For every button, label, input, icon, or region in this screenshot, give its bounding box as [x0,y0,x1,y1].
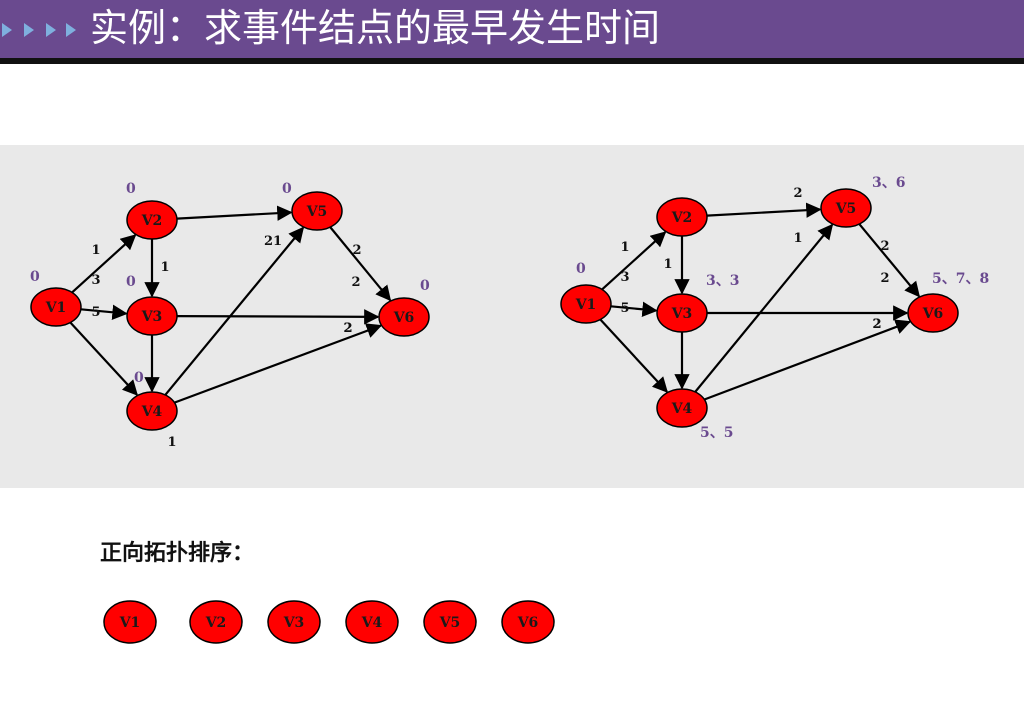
left-extra-label-1: 1 [167,435,176,450]
right-weight-v2-v3: 1 [663,257,672,272]
right-node-v5 [820,188,872,228]
right-weight-v3-v6: 2 [872,317,881,332]
left-time-v5: 0 [282,181,292,197]
right-weight-v4-v6: 2 [872,317,881,332]
topo-node-label-v6: V6 [517,615,539,631]
left-time-v6: 0 [420,278,430,294]
right-edge-v1-v3 [610,301,658,317]
topo-node-label-v2: V2 [205,615,227,631]
right-node-label-v3: V3 [671,306,693,322]
left-weight-v2-v3: 1 [160,260,169,275]
right-weight-v1-v4: 3 [620,270,629,285]
left-edge-v5-v6 [329,226,392,302]
left-time-v4: 0 [134,370,144,386]
left-node-label-v3: V3 [141,309,163,325]
left-node-v5 [291,191,343,231]
right-edge-v4-v5 [694,223,834,393]
right-time-v6: 5、7、8 [932,271,989,287]
left-weight-v5-v6: 2 [352,243,361,258]
left-edge-v4-v5 [164,226,305,396]
left-time-v3: 0 [126,274,136,290]
topo-node-v3 [267,600,321,644]
right-time-v4: 5、5 [700,425,733,441]
left-edge-v1-v2 [71,234,137,294]
left-weight-v3-v6: 2 [343,321,352,336]
left-node-label-v5: V5 [306,204,328,220]
left-weight-v4-v6: 2 [351,275,360,290]
left-edge-v4-v6 [174,323,383,404]
right-time-v3: 3、3 [706,273,739,289]
right-node-v1 [560,284,612,324]
left-node-v2 [126,200,178,240]
left-time-v1: 0 [30,269,40,285]
right-weight-v1-v2: 1 [620,240,629,255]
right-edge-v1-v2 [601,231,667,291]
left-node-v1 [30,287,82,327]
right-node-v4 [656,388,708,428]
right-time-v5: 3、6 [872,175,905,191]
right-time-v1: 0 [576,261,586,277]
right-weight-v5-v6: 2 [880,239,889,254]
left-node-label-v2: V2 [141,213,163,229]
right-extra-label-0: 2 [880,271,889,286]
right-weight-v2-v5: 2 [793,186,802,201]
left-node-v6 [378,297,430,337]
left-node-label-v6: V6 [393,310,415,326]
right-weight-v1-v3: 5 [620,301,629,316]
right-node-v2 [656,197,708,237]
left-node-label-v4: V4 [141,404,163,420]
left-edge-v1-v3 [80,304,128,320]
topo-node-v4 [345,600,399,644]
title-divider [0,58,1024,64]
left-time-v2: 0 [126,181,136,197]
left-node-v4 [126,391,178,431]
topo-node-v1 [103,600,157,644]
topo-node-label-v5: V5 [439,615,461,631]
left-extra-label-0: 2 [343,321,352,336]
left-node-label-v1: V1 [45,300,67,316]
right-node-label-v6: V6 [922,306,944,322]
topo-node-label-v4: V4 [361,615,383,631]
right-node-label-v5: V5 [835,201,857,217]
right-node-v3 [656,293,708,333]
topo-node-v2 [189,600,243,644]
graph-left: 153112212221V10V20V30V40V50V60 [30,181,430,450]
right-edge-v1-v4 [599,318,669,393]
right-node-v6 [907,293,959,333]
right-edge-v2-v5 [706,202,822,218]
right-edge-v5-v6 [858,223,921,298]
left-node-v3 [126,296,178,336]
right-node-label-v1: V1 [575,297,597,313]
left-weight-v1-v3: 5 [91,305,100,320]
title-bar: 实例：求事件结点的最早发生时间 [0,0,1024,58]
left-weight-v4-v5: 21 [264,234,282,249]
topo-sort-label: 正向拓扑排序： [100,541,255,566]
left-edge-v1-v4 [69,321,139,396]
arrow-bullets-icon [2,23,76,37]
page-title: 实例：求事件结点的最早发生时间 [90,6,661,50]
topo-node-v6 [501,600,555,644]
right-edge-v4-v6 [703,319,912,401]
left-edge-v2-v5 [176,205,293,221]
topo-node-label-v3: V3 [283,615,305,631]
left-weight-v1-v4: 3 [91,273,100,288]
right-weight-v4-v5: 1 [793,231,802,246]
topo-node-label-v1: V1 [119,615,141,631]
right-node-label-v4: V4 [671,401,693,417]
topo-node-v5 [423,600,477,644]
left-weight-v1-v2: 1 [91,243,100,258]
left-edge-v3-v6 [176,309,380,325]
right-node-label-v2: V2 [671,210,693,226]
